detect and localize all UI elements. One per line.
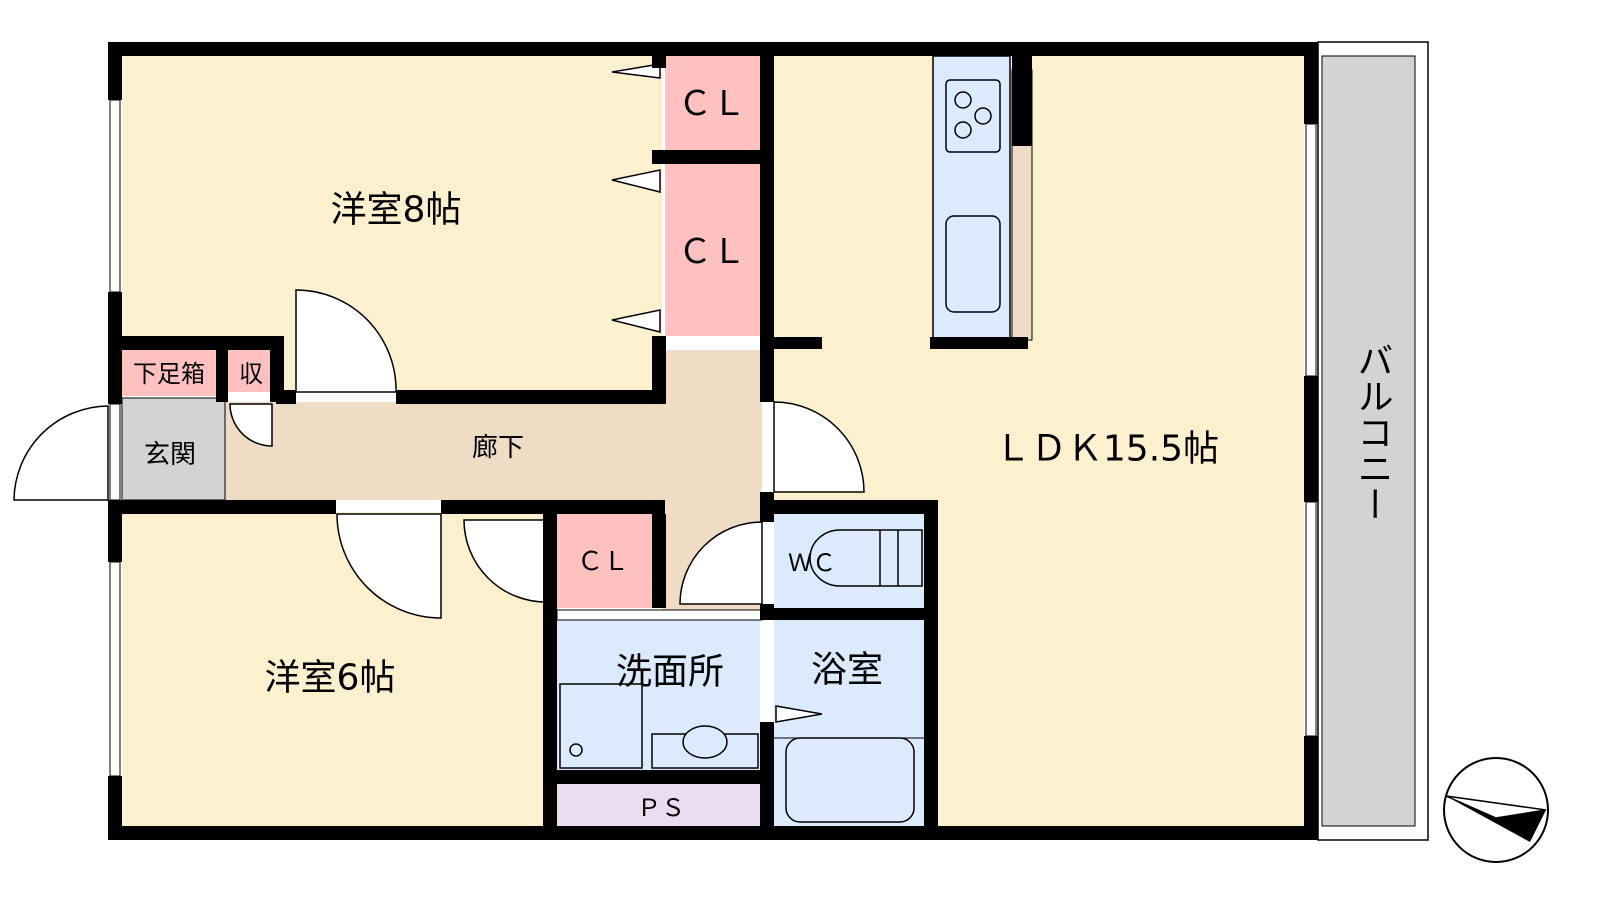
label-entrance: 玄関 [144,440,196,470]
washer-pan-icon [559,683,643,769]
closet-2-door-top[interactable] [611,169,661,193]
closet-2-door-bottom[interactable] [611,309,661,333]
entrance-door[interactable] [13,405,109,501]
burner-icon [954,121,972,139]
stove-icon [945,79,1001,153]
burner-icon [974,107,992,125]
north-arrow-icon [1443,757,1549,863]
label-closet-2: ＣＬ [678,232,746,272]
washroom-area [557,620,760,770]
toilet-tank-icon [879,529,923,587]
washroom-sliding-door[interactable] [556,609,763,621]
label-bedroom-6: 洋室6帖 [265,658,396,699]
label-closet-3: ＣＬ [577,547,629,577]
closet-3-area [557,514,652,608]
label-bathroom: 浴室 [811,650,883,691]
label-washroom: 洗面所 [616,652,724,693]
bedroom-8-door[interactable] [295,289,397,393]
windows [109,99,1317,777]
storage-area [228,350,272,392]
label-wc: ＷＣ [788,549,836,577]
ldk-door[interactable] [773,401,865,493]
drain-icon [569,743,583,757]
burner-icon [954,91,972,109]
bedroom-6-door[interactable] [336,513,442,619]
walls [108,42,1318,840]
label-ps: ＰＳ [637,794,685,822]
label-ldk: ＬＤＫ15.5帖 [995,429,1219,470]
sink-icon [945,215,1001,313]
closet-1-area [665,56,760,150]
bathroom-door[interactable] [775,705,823,723]
ps-area [557,784,760,826]
balcony-area [1321,55,1416,827]
wc-door[interactable] [679,521,763,605]
label-shoe-box: 下足箱 [133,360,205,388]
toilet-bowl-icon [809,529,880,587]
shoe-box-area [122,350,218,396]
label-storage: 収 [239,360,263,388]
label-hallway: 廊下 [472,433,524,463]
bedroom-6-area [122,512,546,826]
entrance-area [121,397,226,501]
closet-1-door[interactable] [611,63,661,79]
basin-icon [682,725,728,759]
label-bedroom-8: 洋室8帖 [331,190,462,231]
bathroom-area [774,620,924,826]
label-closet-1: ＣＬ [678,84,746,124]
closet-3-door[interactable] [463,519,547,603]
closet-2-area [665,164,760,336]
storage-door[interactable] [229,403,273,447]
label-balcony: バルコニー [1352,342,1393,522]
